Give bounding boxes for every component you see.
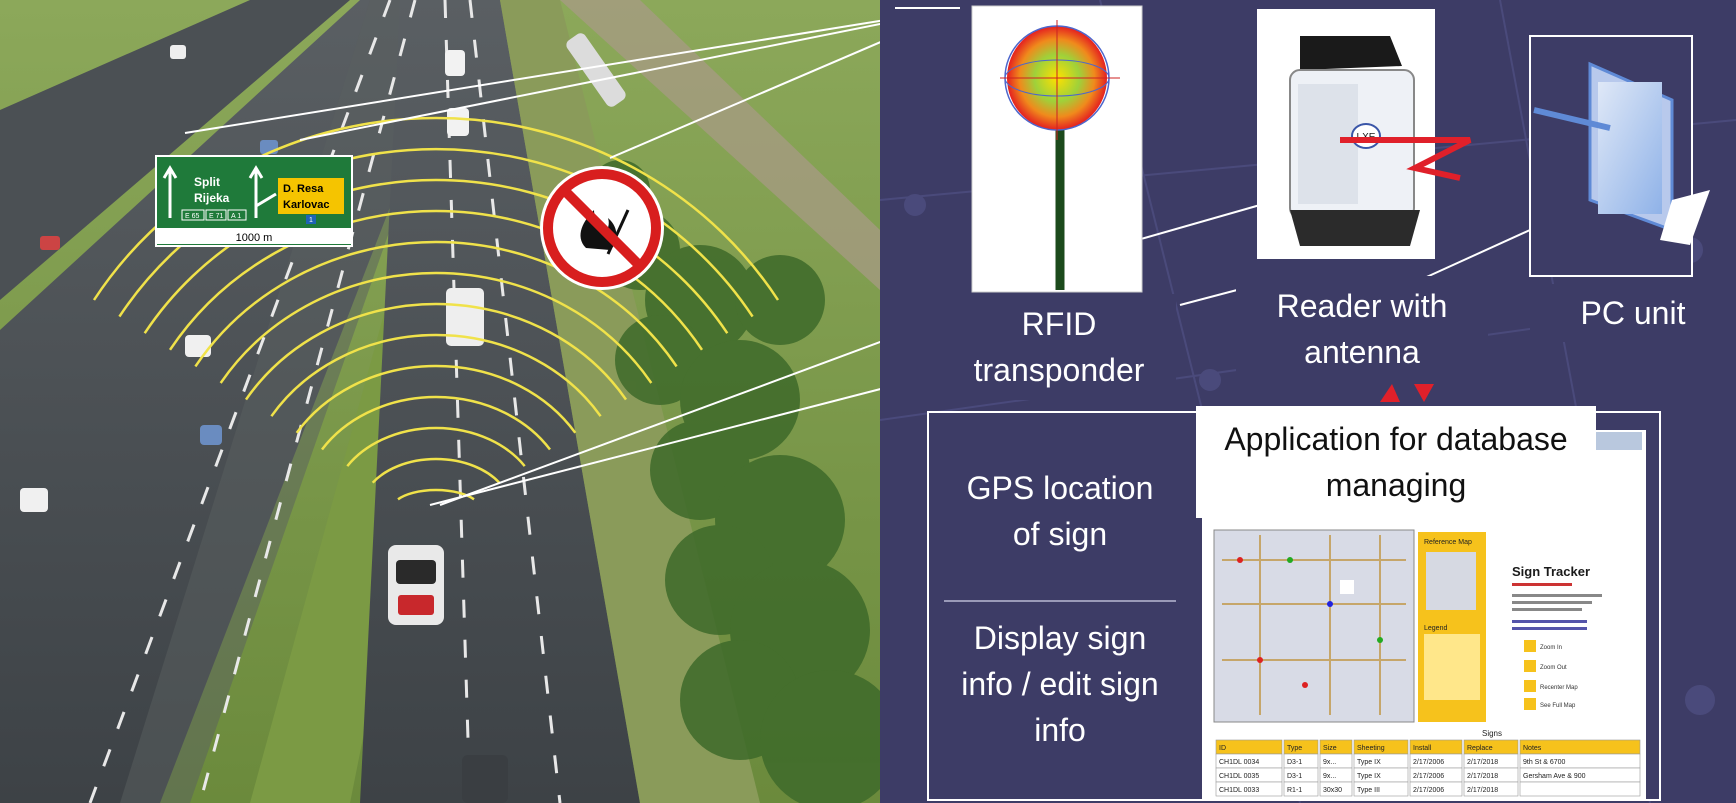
app-tool-4: See Full Map xyxy=(1540,703,1576,709)
label-display-edit: Display sign info / edit sign info xyxy=(944,600,1176,766)
app-table-header: Install xyxy=(1413,745,1432,752)
exit-arrow-icon xyxy=(248,165,277,218)
app-table-cell: D3-1 xyxy=(1287,759,1302,766)
app-panel-reference: Reference Map xyxy=(1424,539,1472,546)
sign-dest-1: Split xyxy=(194,175,220,189)
signal-arc xyxy=(346,426,526,467)
app-table-cell: 30x30 xyxy=(1323,787,1342,794)
rfid-radiation-pattern-image xyxy=(971,5,1143,293)
app-table-cell: D3-1 xyxy=(1287,773,1302,780)
sign-route-1: E 65 xyxy=(185,213,200,220)
app-table-cell: CH1DL 0033 xyxy=(1219,787,1259,794)
app-table-header: Sheeting xyxy=(1357,745,1385,752)
app-table-cell: R1-1 xyxy=(1287,787,1302,794)
sign-distance: 1000 m xyxy=(236,232,273,244)
sign-route-3: A 1 xyxy=(231,213,241,220)
app-table-cell: 2/17/2006 xyxy=(1413,787,1444,794)
app-table-header: Size xyxy=(1323,745,1337,752)
down-link-arrows xyxy=(1380,384,1434,402)
app-table-cell: 9x... xyxy=(1323,773,1336,780)
sign-dest-2: Rijeka xyxy=(194,191,230,205)
far-road-left xyxy=(0,0,350,300)
sign-route-2: E 71 xyxy=(209,213,224,220)
straight-arrow-icon xyxy=(162,165,178,218)
app-table-cell: 2/17/2006 xyxy=(1413,759,1444,766)
app-tool-3: Recenter Map xyxy=(1540,685,1578,691)
highway-direction-sign: Split Rijeka E 65 E 71 A 1 D. Resa Karlo… xyxy=(155,155,353,247)
app-table-cell: CH1DL 0035 xyxy=(1219,773,1259,780)
app-table-cell: 9x... xyxy=(1323,759,1336,766)
radio-signal-arcs xyxy=(92,116,780,501)
sign-route-4: 1 xyxy=(309,217,313,224)
reader-to-pc-link xyxy=(1340,137,1472,181)
app-table-cell: 2/17/2018 xyxy=(1467,787,1498,794)
app-table-cell: 2/17/2018 xyxy=(1467,759,1498,766)
label-gps-location: GPS location of sign xyxy=(944,428,1176,594)
sign-dest-4: Karlovac xyxy=(283,199,329,211)
app-table-cell: CH1DL 0034 xyxy=(1219,759,1259,766)
sign-dest-3: D. Resa xyxy=(283,183,324,195)
roadside-bushes xyxy=(590,160,900,803)
app-title: Sign Tracker xyxy=(1512,564,1590,579)
signal-arc xyxy=(219,271,653,384)
label-application: Application for database managing xyxy=(1196,406,1596,518)
traffic-cars xyxy=(20,33,626,803)
signal-arc xyxy=(194,240,678,368)
app-table-cell: Type III xyxy=(1357,787,1380,794)
signal-arc xyxy=(371,457,501,484)
label-rfid-transponder: RFID transponder xyxy=(942,294,1176,400)
label-pc-unit: PC unit xyxy=(1530,284,1736,342)
app-table-header: Notes xyxy=(1523,745,1542,752)
app-table-caption: Signs xyxy=(1482,729,1502,738)
app-table-cell: 9th St & 6700 xyxy=(1523,759,1566,766)
signal-arc xyxy=(270,333,602,417)
app-signs-table: Signs ID Type Size Sheeting Install Replace No… xyxy=(1215,729,1641,797)
signal-arc xyxy=(295,364,577,434)
app-table-header: Type xyxy=(1287,745,1302,752)
app-table-cell: Type IX xyxy=(1357,759,1381,766)
app-tool-2: Zoom Out xyxy=(1540,665,1567,671)
app-table-header: Replace xyxy=(1467,745,1493,752)
signal-arc xyxy=(321,395,551,451)
highway-photo: Split Rijeka E 65 E 71 A 1 D. Resa Karlo… xyxy=(0,0,900,803)
no-fire-sign-icon xyxy=(540,166,664,290)
label-reader-with-antenna: Reader with antenna xyxy=(1236,276,1488,382)
signal-arc xyxy=(244,302,628,401)
app-panel-legend: Legend xyxy=(1424,625,1447,632)
app-table-cell: 2/17/2006 xyxy=(1413,773,1444,780)
app-tool-1: Zoom In xyxy=(1540,645,1562,651)
app-table-cell: Type IX xyxy=(1357,773,1381,780)
pc-unit-tablet-image xyxy=(1529,35,1710,277)
rfid-reader-image: LXE xyxy=(1257,9,1472,259)
app-table-cell: Gersham Ave & 900 xyxy=(1523,773,1586,780)
signal-arc xyxy=(168,209,704,351)
app-table-header: ID xyxy=(1219,745,1226,752)
signal-arc xyxy=(143,178,729,334)
app-table-cell: 2/17/2018 xyxy=(1467,773,1498,780)
